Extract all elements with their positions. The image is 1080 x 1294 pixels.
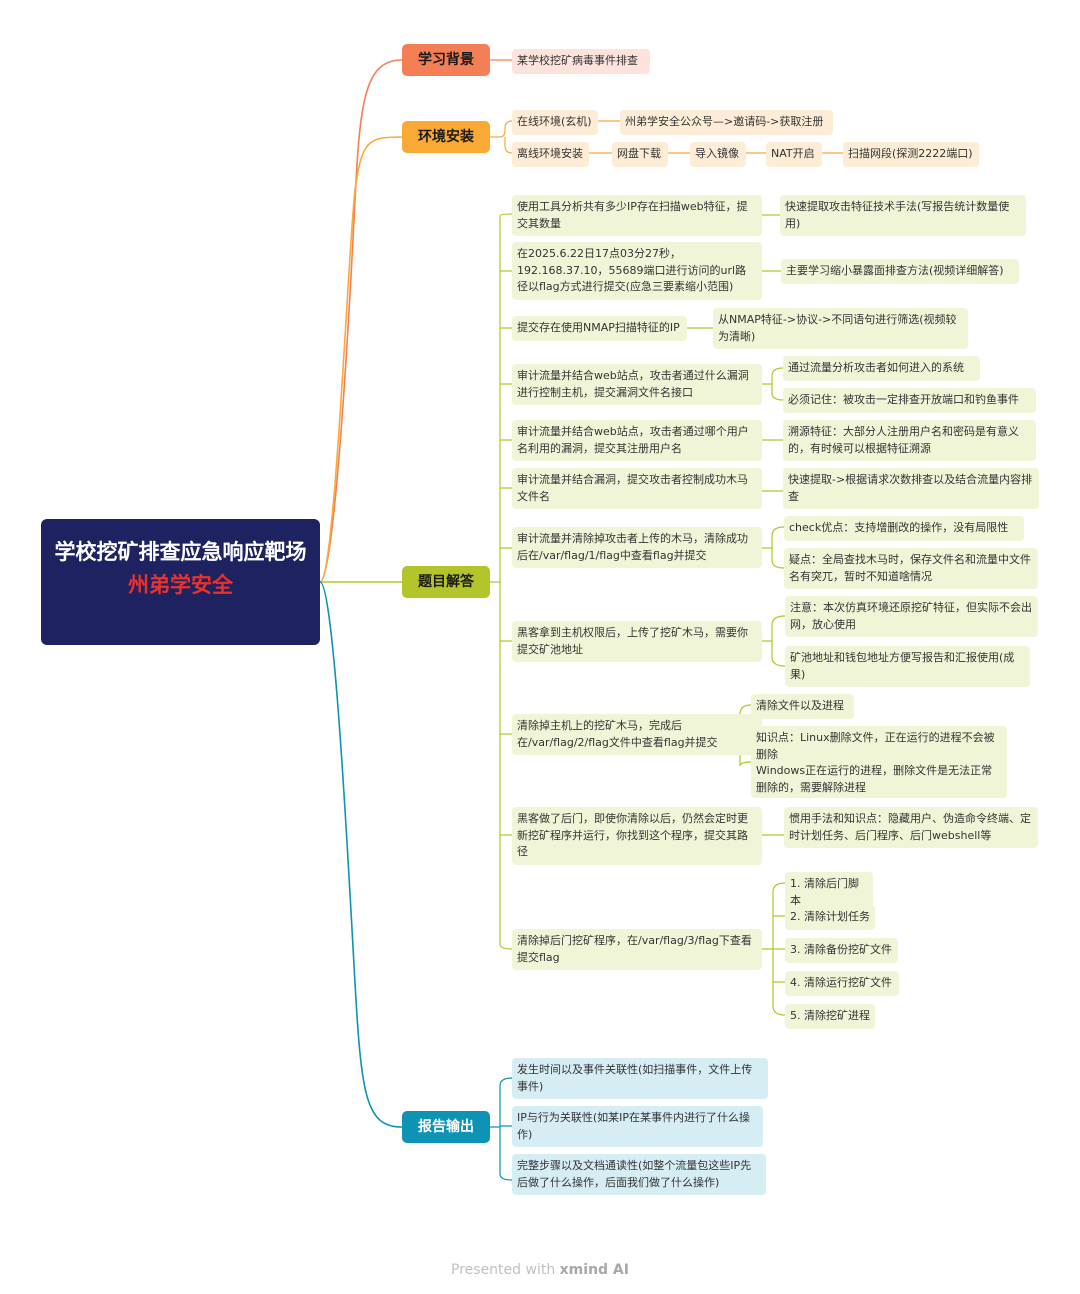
question-note-line: 知识点：Linux删除文件，正在运行的进程不会被删除 <box>756 731 995 761</box>
env-online-next[interactable]: 州弟学安全公众号—>邀请码->获取注册 <box>620 110 833 135</box>
question-note[interactable]: 惯用手法和知识点：隐藏用户、伪造命令终端、定时计划任务、后门程序、后门websh… <box>784 807 1038 848</box>
root-title: 学校挖矿排查应急响应靶场 <box>54 540 307 564</box>
question-note[interactable]: 2. 清除计划任务 <box>785 905 875 930</box>
question-note-group[interactable]: 知识点：Linux删除文件，正在运行的进程不会被删除 Windows正在运行的进… <box>751 726 1007 798</box>
question-note[interactable]: 通过流量分析攻击者如何进入的系统 <box>783 356 980 381</box>
branch-questions[interactable]: 题目解答 <box>402 566 490 598</box>
question-item[interactable]: 审计流量并结合web站点，攻击者通过哪个用户名利用的漏洞，提交其注册用户名 <box>512 420 762 461</box>
env-offline-step[interactable]: 扫描网段(探测2222端口) <box>843 142 979 167</box>
branch-report[interactable]: 报告输出 <box>402 1111 490 1143</box>
question-item[interactable]: 使用工具分析共有多少IP存在扫描web特征，提交其数量 <box>512 195 762 236</box>
question-note[interactable]: 3. 清除备份挖矿文件 <box>785 938 898 963</box>
report-item[interactable]: IP与行为关联性(如某IP在某事件内进行了什么操作) <box>512 1106 763 1147</box>
question-note[interactable]: 4. 清除运行挖矿文件 <box>785 971 899 996</box>
question-note[interactable]: check优点：支持增删改的操作，没有局限性 <box>784 516 1024 541</box>
question-item[interactable]: 审计流量并结合web站点，攻击者通过什么漏洞进行控制主机，提交漏洞文件名接口 <box>512 364 762 405</box>
report-item[interactable]: 完整步骤以及文档通读性(如整个流量包这些IP先后做了什么操作，后面我们做了什么操… <box>512 1154 766 1195</box>
root-subtitle: 州弟学安全 <box>128 573 233 597</box>
env-offline-step[interactable]: 导入镜像 <box>690 142 746 167</box>
question-note[interactable]: 快速提取->根据请求次数排查以及结合流量内容排查 <box>783 468 1039 509</box>
question-note[interactable]: 溯源特征：大部分人注册用户名和密码是有意义的，有时候可以根据特征溯源 <box>783 420 1036 461</box>
question-note[interactable]: 5. 清除挖矿进程 <box>785 1004 875 1029</box>
question-note[interactable]: 主要学习缩小暴露面排查方法(视频详细解答) <box>781 259 1019 284</box>
question-item[interactable]: 提交存在使用NMAP扫描特征的IP <box>512 316 687 341</box>
question-item[interactable]: 黑客拿到主机权限后，上传了挖矿木马，需要你提交矿池地址 <box>512 621 762 662</box>
question-note[interactable]: 疑点：全局查找木马时，保存文件名和流量中文件名有突兀，暂时不知道啥情况 <box>784 548 1038 589</box>
footer-prefix: Presented with <box>451 1262 560 1278</box>
env-offline[interactable]: 离线环境安装 <box>512 142 589 167</box>
question-note-line: Windows正在运行的进程，删除文件是无法正常删除的，需要解除进程 <box>756 764 993 794</box>
question-note[interactable]: 必须记住：被攻击一定排查开放端口和钓鱼事件 <box>783 388 1036 413</box>
question-item[interactable]: 在2025.6.22日17点03分27秒，192.168.37.10，55689… <box>512 242 762 300</box>
background-item[interactable]: 某学校挖矿病毒事件排查 <box>512 49 650 74</box>
question-item[interactable]: 审计流量并清除掉攻击者上传的木马，清除成功后在/var/flag/1/flag中… <box>512 527 762 568</box>
question-note[interactable]: 从NMAP特征->协议->不同语句进行筛选(视频较为清晰) <box>713 308 968 349</box>
question-item[interactable]: 黑客做了后门，即使你清除以后，仍然会定时更新挖矿程序并运行，你找到这个程序，提交… <box>512 807 762 865</box>
footer-brand: xmind AI <box>559 1262 629 1278</box>
report-item[interactable]: 发生时间以及事件关联性(如扫描事件，文件上传事件) <box>512 1058 768 1099</box>
root-topic[interactable]: 学校挖矿排查应急响应靶场 州弟学安全 <box>41 519 320 645</box>
env-offline-step[interactable]: 网盘下载 <box>612 142 668 167</box>
question-item[interactable]: 清除掉后门挖矿程序，在/var/flag/3/flag下查看提交flag <box>512 929 762 970</box>
question-note[interactable]: 矿池地址和钱包地址方便写报告和汇报使用(成果) <box>785 646 1030 687</box>
env-offline-step[interactable]: NAT开启 <box>766 142 822 167</box>
question-item[interactable]: 清除掉主机上的挖矿木马，完成后在/var/flag/2/flag文件中查看fla… <box>512 714 762 755</box>
footer-credit: Presented with xmind AI <box>0 1262 1080 1278</box>
question-note[interactable]: 清除文件以及进程 <box>751 694 854 719</box>
branch-env[interactable]: 环境安装 <box>402 121 490 153</box>
question-note[interactable]: 快速提取攻击特征技术手法(写报告统计数量使用) <box>780 195 1026 236</box>
question-note[interactable]: 注意：本次仿真环境还原挖矿特征，但实际不会出网，放心使用 <box>785 596 1038 637</box>
branch-background[interactable]: 学习背景 <box>402 44 490 76</box>
env-online[interactable]: 在线环境(玄机) <box>512 110 598 135</box>
question-item[interactable]: 审计流量并结合漏洞，提交攻击者控制成功木马文件名 <box>512 468 762 509</box>
